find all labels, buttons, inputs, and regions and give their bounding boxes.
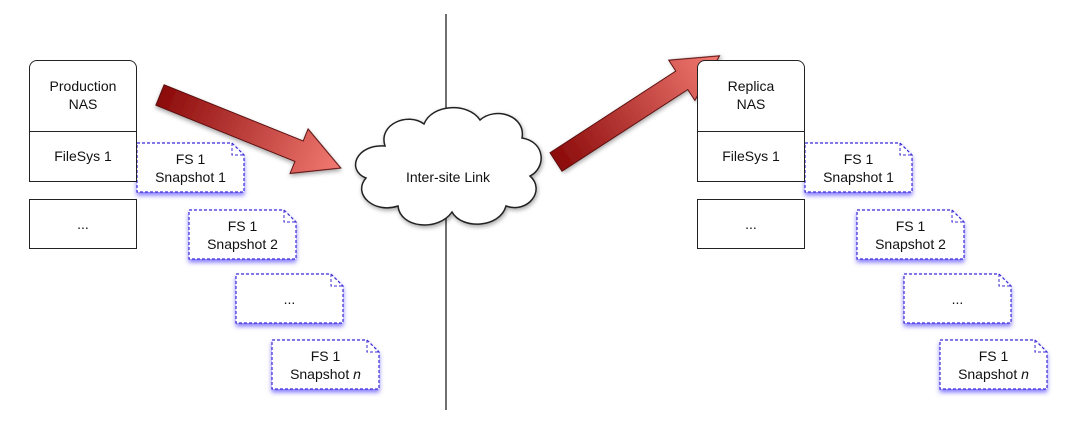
- prod-snapshot-1-label: FS 1 Snapshot 1: [137, 150, 244, 186]
- replica-snapshot-2-label: FS 1 Snapshot 2: [857, 217, 964, 253]
- production-nas-title: Production NAS: [29, 77, 137, 113]
- inter-site-cloud-icon: [354, 106, 542, 226]
- snapshot-group-replica: [804, 142, 1048, 390]
- production-more-box: [29, 199, 137, 249]
- inter-site-link-label: Inter-site Link: [405, 169, 491, 185]
- replica-more-label: ...: [745, 216, 757, 232]
- replication-arrow-left: [155, 84, 342, 175]
- replica-nas-header: [697, 60, 805, 132]
- snapshot-line2: Snapshot 2: [207, 236, 278, 252]
- replica-nas-title-line2: NAS: [736, 96, 766, 112]
- snapshot-doc: [856, 209, 965, 260]
- snapshot-doc: [136, 142, 245, 193]
- snapshot-line1: FS 1: [843, 151, 874, 167]
- prod-snapshot-more-label: ...: [283, 291, 296, 307]
- prod-snapshot-n-label: FS 1 Snapshot n: [272, 347, 379, 383]
- snapshot-doc: [235, 273, 344, 324]
- replica-nas-title: Replica NAS: [697, 77, 805, 113]
- snapshot-n-italic: n: [1021, 366, 1029, 382]
- replica-nas-title-line1: Replica: [727, 78, 775, 94]
- replica-filesys-box: [697, 131, 805, 182]
- production-nas-title-line1: Production: [49, 78, 117, 94]
- snapshot-line1: FS 1: [310, 348, 341, 364]
- snapshot-line2: Snapshot 2: [875, 236, 946, 252]
- production-nas-title-line2: NAS: [68, 96, 98, 112]
- snapshot-line2: Snapshot: [958, 366, 1022, 382]
- snapshot-line2: Snapshot 1: [155, 169, 226, 185]
- snapshot-doc: [939, 339, 1048, 390]
- snapshot-line1: FS 1: [978, 348, 1009, 364]
- snapshot-doc: [804, 142, 913, 193]
- snapshot-line1: FS 1: [227, 218, 258, 234]
- replica-snapshot-n-label: FS 1 Snapshot n: [940, 347, 1047, 383]
- snapshot-line2: Snapshot 1: [823, 169, 894, 185]
- replica-more-box: [697, 199, 805, 249]
- production-filesys-box: [29, 131, 137, 182]
- snapshot-line2: Snapshot: [290, 366, 354, 382]
- production-more-label: ...: [77, 216, 89, 232]
- snapshot-n-italic: n: [353, 366, 361, 382]
- replica-snapshot-1-label: FS 1 Snapshot 1: [805, 150, 912, 186]
- snapshot-doc: [271, 339, 380, 390]
- snapshot-doc: [188, 209, 297, 260]
- snapshot-group-production: [136, 142, 380, 390]
- snapshot-line1: FS 1: [895, 218, 926, 234]
- production-filesys-label: FileSys 1: [54, 148, 112, 164]
- replica-filesys-label: FileSys 1: [722, 148, 780, 164]
- prod-snapshot-2-label: FS 1 Snapshot 2: [189, 217, 296, 253]
- replica-snapshot-more-label: ...: [951, 291, 964, 307]
- snapshot-line1: FS 1: [175, 151, 206, 167]
- snapshot-doc: [903, 273, 1012, 324]
